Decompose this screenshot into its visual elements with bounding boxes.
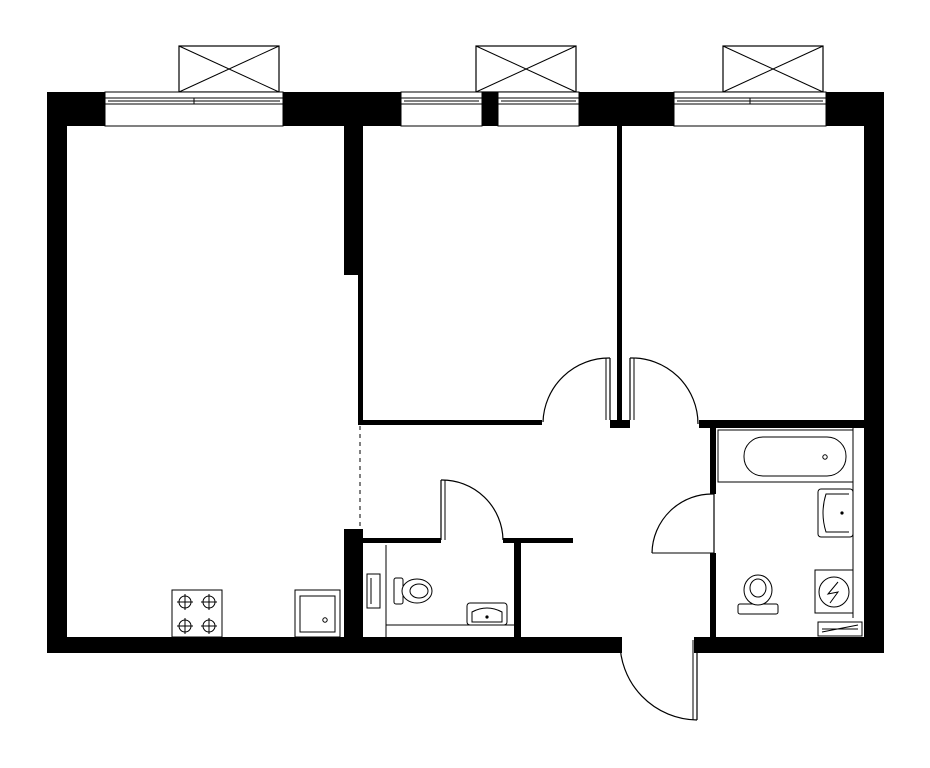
balconies bbox=[178, 45, 824, 93]
door-bedroom-right[interactable] bbox=[629, 357, 699, 425]
wc-shelf-icon bbox=[366, 573, 381, 609]
windows bbox=[104, 91, 827, 127]
door-bedroom-middle[interactable] bbox=[542, 357, 611, 423]
washbasin-icon bbox=[466, 602, 508, 626]
balcony-right bbox=[722, 45, 824, 93]
toilet-icon bbox=[737, 574, 779, 615]
window-right bbox=[673, 91, 827, 127]
doors[interactable] bbox=[440, 357, 715, 721]
window-middle bbox=[400, 91, 580, 127]
radiator-icon bbox=[817, 621, 863, 637]
washing-machine-icon bbox=[814, 569, 854, 614]
balcony-middle bbox=[475, 45, 577, 93]
balcony-left bbox=[178, 45, 280, 93]
door-entrance[interactable] bbox=[617, 637, 699, 721]
wc-fixtures bbox=[366, 545, 514, 637]
interior-walls bbox=[344, 126, 864, 637]
exterior-walls bbox=[47, 92, 884, 653]
window-left bbox=[104, 91, 284, 127]
stove-icon bbox=[171, 589, 223, 638]
washbasin-icon bbox=[817, 488, 854, 538]
bathroom-fixtures bbox=[717, 428, 863, 637]
kitchen-sink-icon bbox=[294, 589, 341, 638]
door-wc[interactable] bbox=[440, 479, 504, 541]
toilet-icon bbox=[393, 577, 433, 605]
door-bathroom[interactable] bbox=[651, 493, 715, 554]
bathtub-icon bbox=[717, 429, 854, 483]
